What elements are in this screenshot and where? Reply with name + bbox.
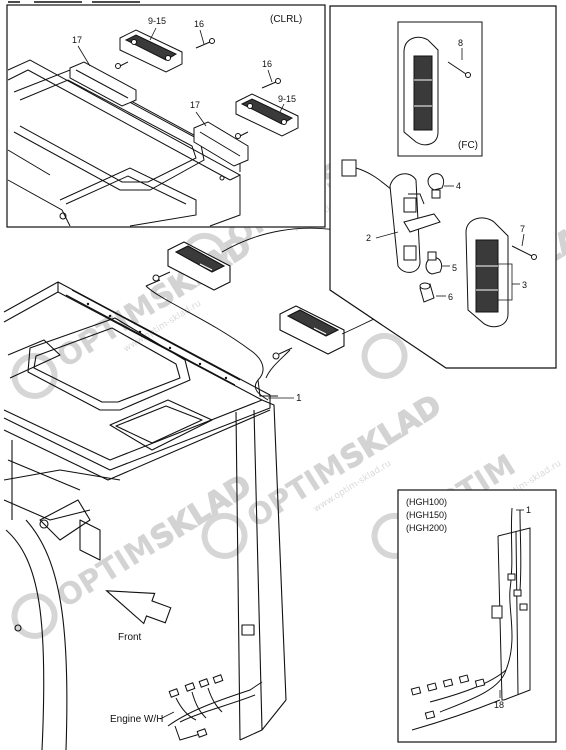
hgh-model-2: (HGH150) xyxy=(406,510,447,520)
clrl-screws xyxy=(115,61,249,139)
fc-housing-2 xyxy=(389,173,441,273)
callout-1: 1 xyxy=(268,393,302,404)
rivets xyxy=(86,302,228,380)
rear-combination-lamp-left xyxy=(167,241,231,291)
front-arrow xyxy=(105,590,172,625)
clrl-callout-16-top: 16 xyxy=(194,19,204,29)
inset-hgh: (HGH100) (HGH150) (HGH200) 1 xyxy=(397,489,557,743)
fc-screw-7 xyxy=(511,245,537,260)
hgh-connectors xyxy=(410,573,528,720)
clrl-bolt-16-right xyxy=(261,78,281,89)
clrl-callouts xyxy=(77,27,285,127)
lamp-right-bolt xyxy=(272,347,293,360)
engine-wh-label: Engine W/H xyxy=(110,714,163,725)
hgh-model-1: (HGH100) xyxy=(406,497,447,507)
fc-callout-2: 2 xyxy=(366,233,371,243)
front-label: Front xyxy=(118,632,142,643)
fc-callout-5: 5 xyxy=(452,263,457,273)
fc-callout-3: 3 xyxy=(522,280,527,290)
fc-connector xyxy=(341,159,393,191)
watermark-brand-b: SKLAD xyxy=(334,388,448,477)
clrl-callout-17-right: 17 xyxy=(190,100,200,110)
callout-1-label: 1 xyxy=(296,393,302,404)
clrl-bracket-17-left xyxy=(69,61,137,107)
fc-lens-3 xyxy=(465,217,509,328)
fc-callout-4: 4 xyxy=(456,181,461,191)
fc-bulb-4 xyxy=(427,173,445,199)
inset-clrl-tag: (CLRL) xyxy=(270,14,302,25)
fc-callout-7: 7 xyxy=(520,224,525,234)
hgh-model-3: (HGH200) xyxy=(406,523,447,533)
lamp-left-bolt xyxy=(152,271,171,282)
clrl-callout-9-15-top: 9-15 xyxy=(148,16,166,26)
fc-callout-6: 6 xyxy=(448,292,453,302)
hgh-pillar xyxy=(491,527,531,701)
clrl-callout-17-left: 17 xyxy=(72,35,82,45)
engine-harness-connectors xyxy=(167,674,263,741)
hgh-callout-1: 1 xyxy=(526,505,531,515)
fc-bulb-5 xyxy=(425,251,443,275)
clrl-lamp-top xyxy=(119,29,183,73)
fc-lamp-small xyxy=(403,36,439,146)
lamp-wiring xyxy=(145,279,291,401)
inset-fc-tag: (FC) xyxy=(458,140,478,151)
hgh-callout-18: 18 xyxy=(494,700,504,710)
fc-callout-8: 8 xyxy=(458,38,463,48)
clrl-lamp-right xyxy=(235,93,299,137)
overhead-guard-assembly xyxy=(3,281,287,750)
clrl-bracket-17-right xyxy=(193,121,249,167)
inset-fc: (FC) 8 2 xyxy=(329,5,557,369)
hgh-harness xyxy=(411,507,522,731)
clrl-bolt-16-top xyxy=(195,38,215,49)
rear-combination-lamp-right xyxy=(279,305,345,355)
fc-screw-8 xyxy=(447,61,471,78)
fc-socket-6 xyxy=(419,282,435,303)
clrl-callout-16-right: 16 xyxy=(262,59,272,69)
clrl-callout-9-15-right: 9-15 xyxy=(278,94,296,104)
inset-clrl: (CLRL) xyxy=(6,4,326,228)
